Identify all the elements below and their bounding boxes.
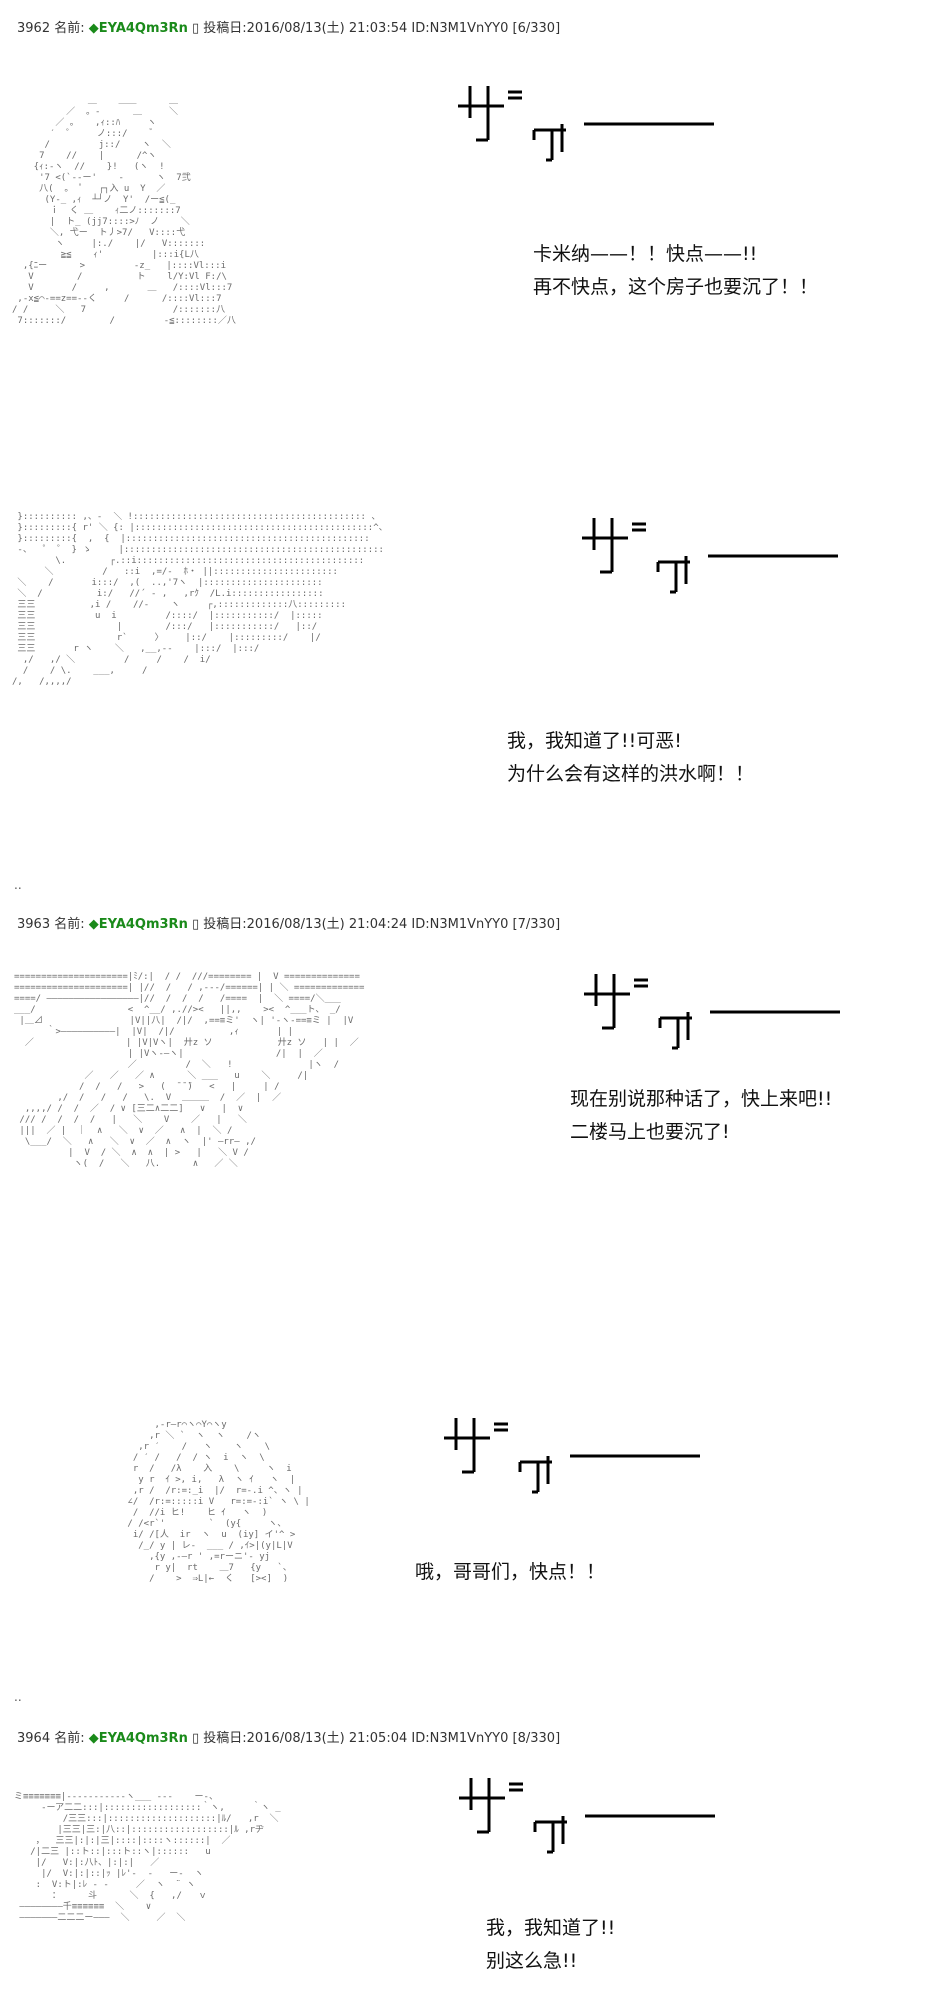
mark-icon: ▯ — [191, 917, 200, 932]
rumble-sound-effect-icon — [582, 518, 838, 594]
post-date: 2016/08/13(土) 21:03:54 — [246, 21, 408, 36]
post-separator: .. — [14, 1690, 22, 1704]
name-label: 名前: — [54, 917, 85, 932]
post-count: [6/330] — [512, 21, 561, 36]
post-number: 3962 — [17, 21, 51, 36]
post-id: ID:N3M1VnYY0 — [411, 917, 509, 932]
post-separator: .. — [14, 878, 22, 892]
name-label: 名前: — [54, 1731, 85, 1746]
rumble-sound-effect-icon — [444, 1418, 700, 1494]
ascii-art-child: ,-r―r⌒ヽ⌒Y⌒ヽy ,r ＼ ` ヽ ヽ /ヽ ,r ′ / ヽ ヽ \ … — [127, 1420, 310, 1584]
post-header: 3964 名前: ◆EYA4Qm3Rn ▯ 投稿日:2016/08/13(土) … — [17, 1727, 560, 1746]
post-id: ID:N3M1VnYY0 — [411, 1731, 509, 1746]
dialog-line: 二楼马上也要沉了! — [570, 1121, 730, 1143]
post-header: 3962 名前: ◆EYA4Qm3Rn ▯ 投稿日:2016/08/13(土) … — [17, 17, 560, 36]
rumble-sound-effect-icon — [458, 86, 714, 162]
ascii-art-kamina-shouting: =====================|ﾐ/:| / / ///======… — [14, 972, 365, 1169]
dialog-line: 现在别说那种话了，快上来吧!! — [570, 1088, 833, 1110]
post-id: ID:N3M1VnYY0 — [411, 21, 509, 36]
rumble-sound-effect-icon — [584, 974, 840, 1050]
mark-icon: ▯ — [191, 1731, 200, 1746]
post-date: 2016/08/13(土) 21:05:04 — [246, 1731, 408, 1746]
post-number: 3964 — [17, 1731, 51, 1746]
posted-label: 投稿日: — [203, 1731, 247, 1746]
name-label: 名前: — [54, 21, 85, 36]
mark-icon: ▯ — [191, 21, 200, 36]
dialog-line: 我，我知道了!!可恶! — [507, 730, 682, 752]
dialog-line: 再不快点，这个房子也要沉了！！ — [533, 276, 819, 298]
dialog-box: 哦，哥哥们，快点！！ — [415, 1556, 605, 1589]
dialog-line: 别这么急!! — [486, 1950, 578, 1972]
post-date: 2016/08/13(土) 21:04:24 — [246, 917, 408, 932]
tripcode[interactable]: ◆EYA4Qm3Rn — [88, 1731, 188, 1746]
post-header: 3963 名前: ◆EYA4Qm3Rn ▯ 投稿日:2016/08/13(土) … — [17, 913, 560, 932]
dialog-box: 现在别说那种话了，快上来吧!! 二楼马上也要沉了! — [570, 1083, 832, 1149]
ascii-art-simon: ミ≡≡≡≡≡≡≡|-----------ヽ___ ‐‐‐ ー‐、 ‐ーア二二::… — [14, 1792, 281, 1923]
dialog-box: 我，我知道了!!可恶! 为什么会有这样的洪水啊！！ — [507, 725, 754, 791]
post-count: [8/330] — [512, 1731, 561, 1746]
post-number: 3963 — [17, 917, 51, 932]
post-count: [7/330] — [512, 917, 561, 932]
dialog-box: 我，我知道了!! 别这么急!! — [486, 1912, 615, 1978]
tripcode[interactable]: ◆EYA4Qm3Rn — [88, 21, 188, 36]
dialog-line: 为什么会有这样的洪水啊！！ — [507, 763, 755, 785]
ascii-art-simon-water: }:::::::::: ,、- ＼ !:::::::::::::::::::::… — [12, 512, 388, 687]
posted-label: 投稿日: — [203, 21, 247, 36]
ascii-art-kamina: ＿ ＿＿ ＿ ／ 。- ＿ ＼ ／ 。 ,ｨ::ﾊ ヽ ′ ゜ ノ:::/ ゛ … — [12, 96, 236, 326]
dialog-box: 卡米纳——！！快点——!! 再不快点，这个房子也要沉了！！ — [533, 238, 818, 304]
rumble-sound-effect-icon — [459, 1778, 715, 1854]
dialog-line: 卡米纳——！！快点——!! — [533, 243, 758, 265]
posted-label: 投稿日: — [203, 917, 247, 932]
dialog-line: 我，我知道了!! — [486, 1917, 616, 1939]
tripcode[interactable]: ◆EYA4Qm3Rn — [88, 917, 188, 932]
dialog-line: 哦，哥哥们，快点！！ — [415, 1561, 606, 1583]
